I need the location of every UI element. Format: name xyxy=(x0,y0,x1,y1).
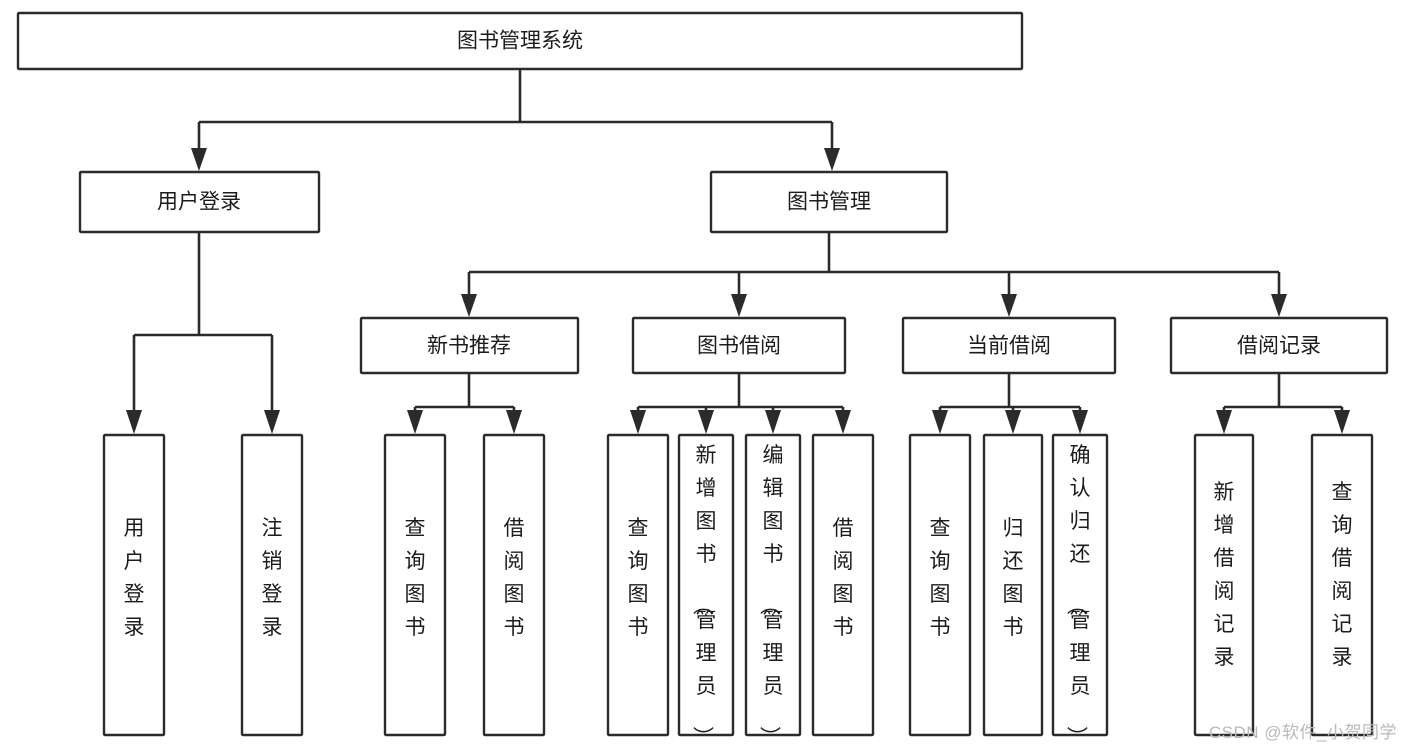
node-book-management-label: 图书管理 xyxy=(787,191,871,214)
arrow-head-leaf-confirm-return xyxy=(1072,410,1088,434)
node-leaf-borrow-book-1-label: 借阅图书 xyxy=(504,517,525,639)
node-leaf-add-record-label: 新增借阅记录 xyxy=(1214,481,1235,669)
node-leaf-user-login[interactable]: 用户登录 xyxy=(102,433,166,737)
node-leaf-query-record[interactable]: 查询借阅记录 xyxy=(1310,433,1374,737)
node-leaf-borrow-book-1[interactable]: 借阅图书 xyxy=(482,433,546,737)
node-leaf-query-book-3-label: 查询图书 xyxy=(930,517,951,639)
arrow-head-leaf-add-book xyxy=(698,410,714,434)
arrow-head-borrow-record xyxy=(1271,294,1287,317)
node-leaf-logout[interactable]: 注销登录 xyxy=(240,433,304,737)
node-book-management[interactable]: 图书管理 xyxy=(709,170,949,234)
arrow-head-leaf-query-record xyxy=(1334,410,1350,434)
node-leaf-edit-book[interactable]: 编辑图书（管理员） xyxy=(744,433,802,747)
node-new-book-recommend[interactable]: 新书推荐 xyxy=(359,316,580,375)
node-leaf-user-login-label: 用户登录 xyxy=(124,517,145,639)
node-borrow-record[interactable]: 借阅记录 xyxy=(1169,316,1389,375)
arrow-head-leaf-query-book-3 xyxy=(932,410,948,434)
csdn-watermark: CSDN @软件_小贺同学 xyxy=(1208,723,1397,742)
node-leaf-query-book-1[interactable]: 查询图书 xyxy=(383,433,447,737)
node-new-book-recommend-label: 新书推荐 xyxy=(427,335,511,358)
node-leaf-query-book-2[interactable]: 查询图书 xyxy=(606,433,670,737)
node-leaf-add-book-label: 新增图书（管理员） xyxy=(691,444,717,747)
node-leaf-edit-book-label: 编辑图书（管理员） xyxy=(758,444,784,747)
node-current-borrow-label: 当前借阅 xyxy=(967,335,1051,358)
arrow-head-current-borrow xyxy=(1001,294,1017,317)
arrow-head-leaf-add-record xyxy=(1216,410,1232,434)
node-leaf-return-book[interactable]: 归还图书 xyxy=(982,433,1044,737)
node-book-borrow[interactable]: 图书借阅 xyxy=(631,316,847,375)
arrow-head-book-borrow xyxy=(731,294,747,317)
arrow-head-leaf-edit-book xyxy=(765,410,781,434)
node-user-login-label: 用户登录 xyxy=(157,191,241,214)
arrow-head-leaf-borrow-book-1 xyxy=(506,410,522,434)
arrow-head-leaf-borrow-book-2 xyxy=(835,410,851,434)
node-user-login[interactable]: 用户登录 xyxy=(78,170,321,234)
node-book-borrow-label: 图书借阅 xyxy=(697,335,781,358)
arrow-head-book-management xyxy=(824,148,840,171)
node-leaf-confirm-return[interactable]: 确认归还（管理员） xyxy=(1051,433,1109,747)
node-leaf-return-book-label: 归还图书 xyxy=(1003,517,1024,639)
arrow-head-leaf-user-login xyxy=(126,410,142,434)
node-leaf-add-book[interactable]: 新增图书（管理员） xyxy=(677,433,735,747)
node-leaf-logout-label: 注销登录 xyxy=(262,517,283,639)
node-leaf-query-book-1-label: 查询图书 xyxy=(405,517,426,639)
arrow-head-leaf-return-book xyxy=(1005,410,1021,434)
node-leaf-add-record[interactable]: 新增借阅记录 xyxy=(1193,433,1255,737)
node-current-borrow[interactable]: 当前借阅 xyxy=(901,316,1117,375)
arrow-head-new-book-recommend xyxy=(461,294,477,317)
arrow-head-leaf-query-book-1 xyxy=(407,410,423,434)
arrow-head-leaf-query-book-2 xyxy=(630,410,646,434)
node-leaf-query-book-3[interactable]: 查询图书 xyxy=(908,433,972,737)
connector-layer xyxy=(126,69,1350,434)
node-root[interactable]: 图书管理系统 xyxy=(16,11,1024,71)
node-leaf-borrow-book-2[interactable]: 借阅图书 xyxy=(811,433,875,737)
node-leaf-query-record-label: 查询借阅记录 xyxy=(1332,481,1353,669)
node-root-label: 图书管理系统 xyxy=(457,30,583,53)
arrow-head-leaf-logout xyxy=(264,410,280,434)
node-borrow-record-label: 借阅记录 xyxy=(1237,335,1321,358)
node-leaf-borrow-book-2-label: 借阅图书 xyxy=(833,517,854,639)
node-leaf-confirm-return-label: 确认归还（管理员） xyxy=(1065,444,1091,747)
node-leaf-query-book-2-label: 查询图书 xyxy=(628,517,649,639)
arrow-head-user-login xyxy=(191,148,207,171)
